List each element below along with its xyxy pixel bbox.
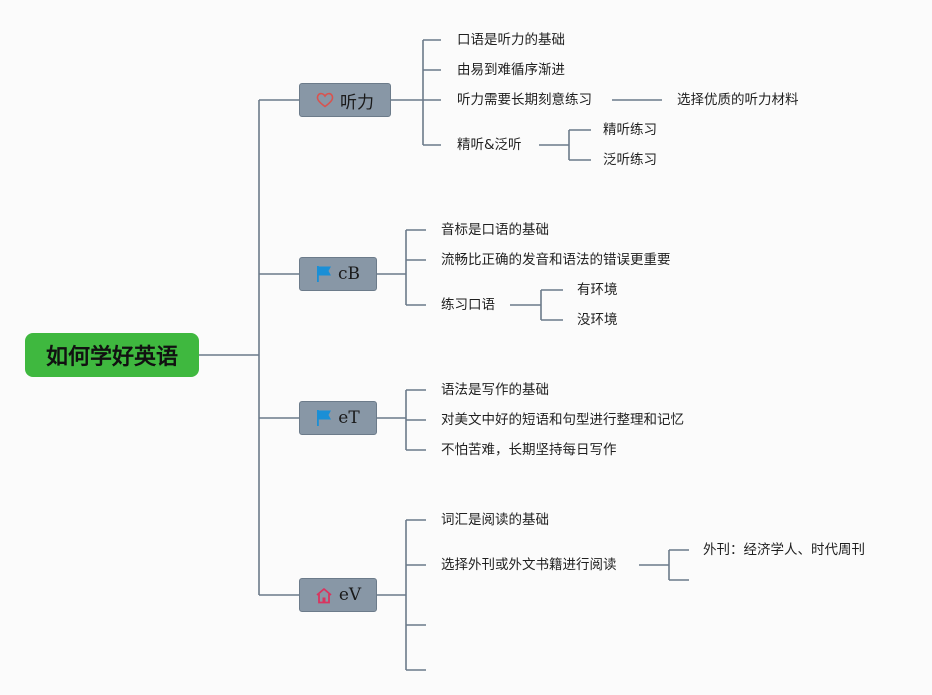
branch-label: 听力 [340,92,374,113]
list-item[interactable]: 对美文中好的短语和句型进行整理和记忆 [441,412,684,428]
list-item[interactable]: 没环境 [577,312,618,328]
list-item[interactable]: 选择优质的听力材料 [677,92,799,108]
branch-label: eT [338,408,360,428]
flag-icon [317,410,332,426]
heart-icon [316,92,334,108]
list-item[interactable]: 有环境 [577,282,618,298]
root-topic-label: 如何学好英语 [45,345,178,370]
list-item[interactable]: 不怕苦难，长期坚持每日写作 [441,442,617,458]
list-item[interactable]: 音标是口语的基础 [441,222,549,238]
list-item[interactable]: 练习口语 [441,297,495,313]
list-item[interactable]: 由易到难循序渐进 [457,62,565,78]
list-item[interactable]: 选择外刊或外文书籍进行阅读 [441,557,617,573]
list-item[interactable]: 口语是听力的基础 [457,32,565,48]
branch-label: cB [337,264,360,284]
list-item[interactable]: 泛听练习 [603,152,657,168]
list-item[interactable]: 精听&泛听 [457,137,522,153]
branch-et[interactable]: eT [299,401,377,435]
branch-ev[interactable]: eV [299,578,377,612]
root-topic[interactable]: 如何学好英语 [25,333,199,377]
flag-icon [316,266,331,282]
list-item[interactable]: 外刊：经济学人、时代周刊 [703,542,865,558]
list-item[interactable]: 精听练习 [603,122,657,138]
branch-label: eV [338,585,362,605]
list-item[interactable]: 语法是写作的基础 [441,382,549,398]
home-icon [316,587,332,603]
list-item[interactable]: 流畅比正确的发音和语法的错误更重要 [441,252,671,268]
branch-cb[interactable]: cB [299,257,377,291]
list-item[interactable]: 词汇是阅读的基础 [441,512,549,528]
branch-listening[interactable]: 听力 [299,83,391,117]
list-item[interactable]: 听力需要长期刻意练习 [457,92,592,108]
